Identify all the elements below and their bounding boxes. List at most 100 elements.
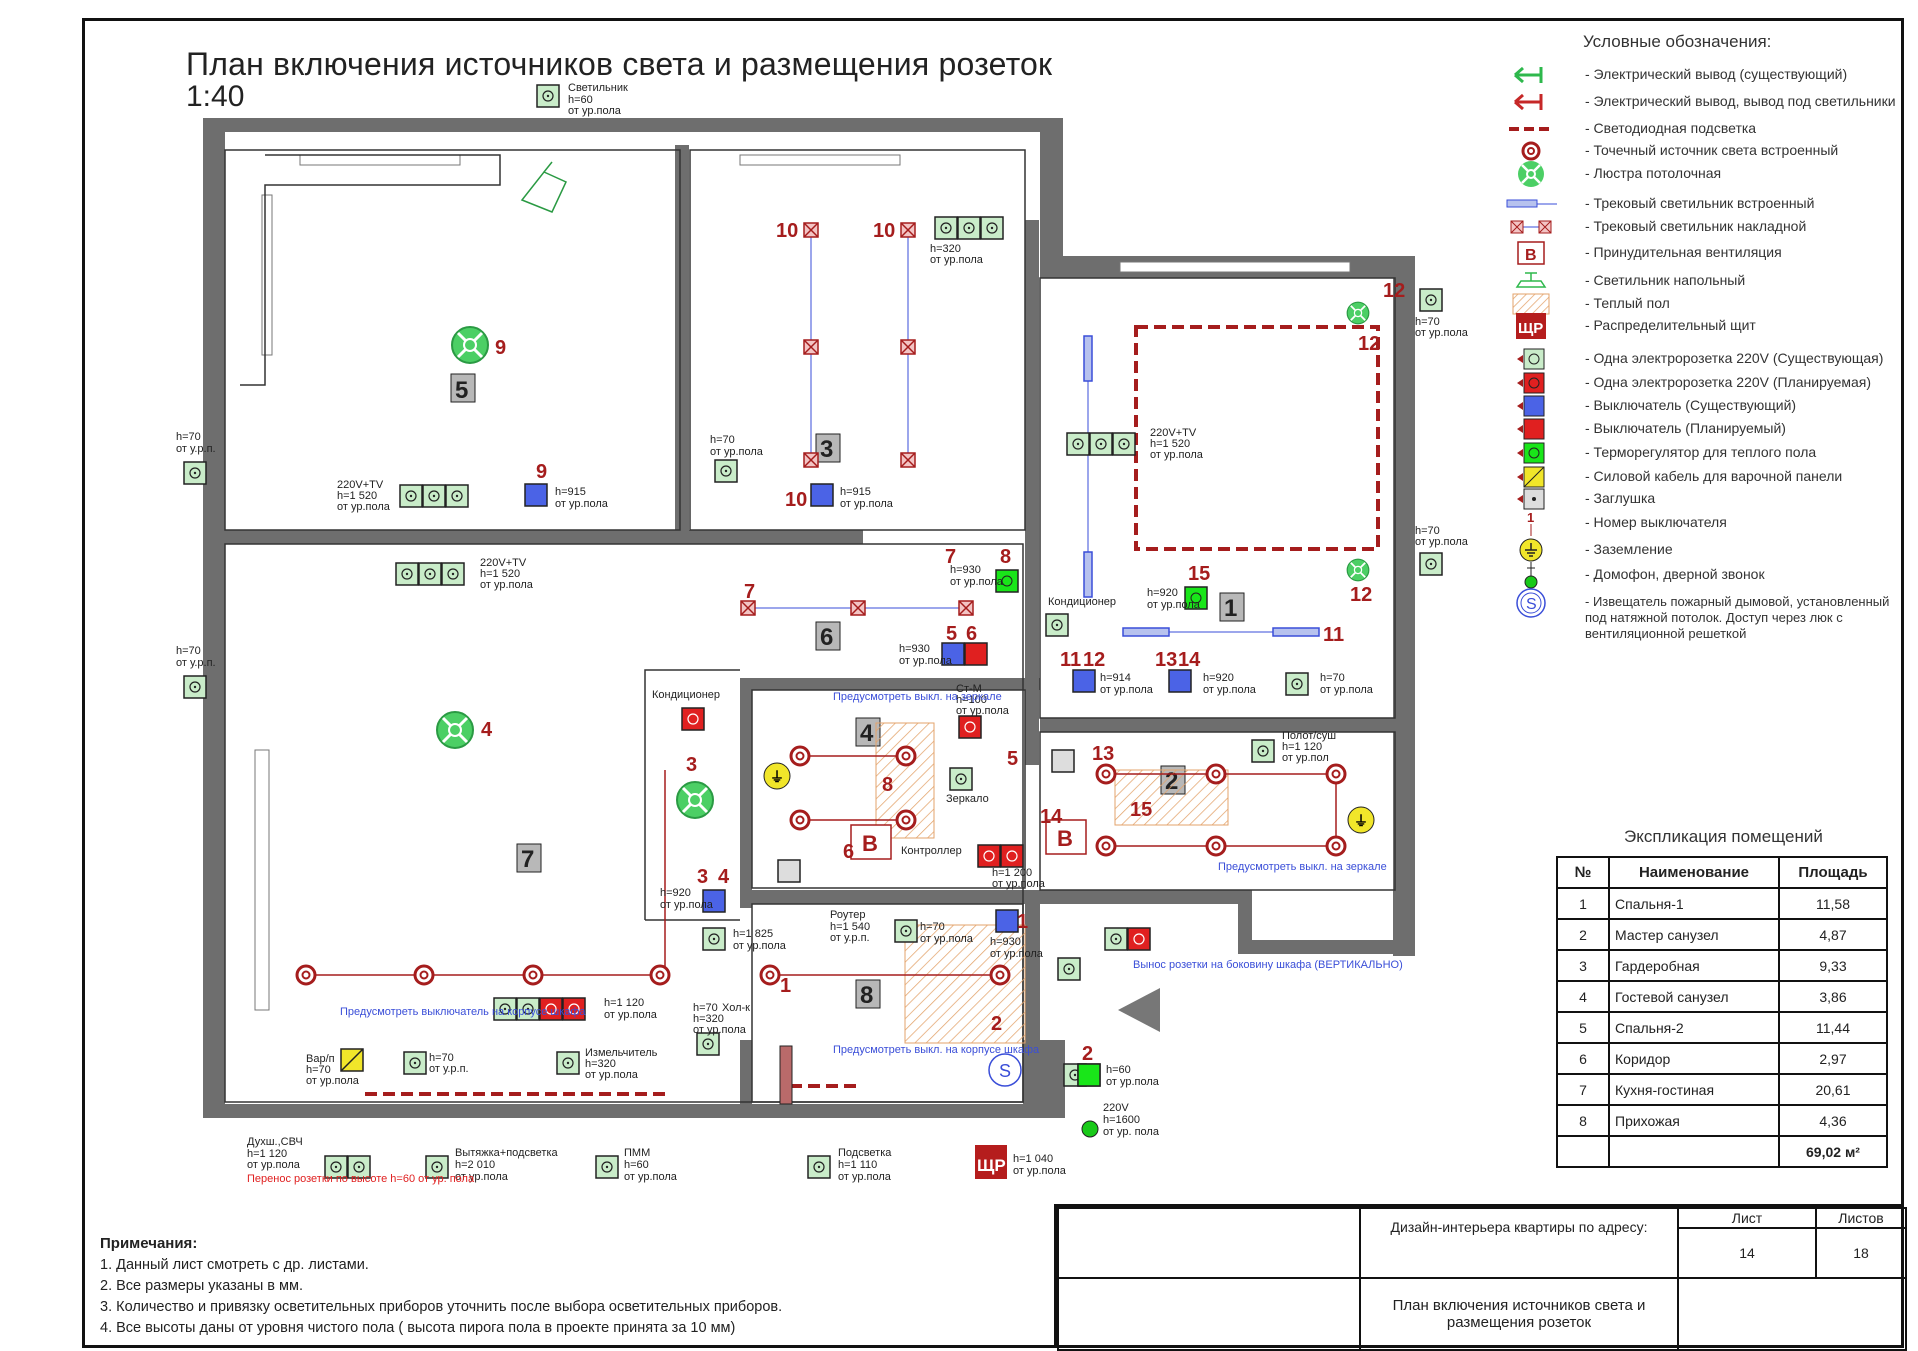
room-name: Гардеробная <box>1608 949 1780 982</box>
stamp-drawing-title: План включения источников света и размещ… <box>1359 1277 1679 1351</box>
svg-text:h=70: h=70 <box>693 1002 718 1014</box>
title-block: Дизайн-интерьера квартиры по адресу: Лис… <box>1054 1204 1907 1351</box>
svg-text:Светильник: Светильник <box>568 82 628 94</box>
note-2: 2. Все размеры указаны в мм. <box>100 1278 303 1294</box>
room-area: 11,44 <box>1778 1011 1888 1044</box>
svg-text:h=70: h=70 <box>1415 525 1440 537</box>
svg-text:h=1 520: h=1 520 <box>337 490 377 502</box>
svg-text:h=915: h=915 <box>555 486 586 498</box>
room-area: 3,86 <box>1778 980 1888 1013</box>
windows <box>254 154 1351 1011</box>
svg-text:h=914: h=914 <box>1100 672 1131 684</box>
svg-text:2: 2 <box>1082 1043 1093 1065</box>
intercom-icon <box>1505 562 1557 589</box>
svg-text:1: 1 <box>1527 510 1534 525</box>
svg-text:h=1 540: h=1 540 <box>830 921 870 933</box>
col-area: Площадь <box>1778 856 1888 889</box>
col-number: № <box>1556 856 1610 889</box>
svg-text:Кондиционер: Кондиционер <box>652 689 720 701</box>
notes-title: Примечания: <box>100 1235 198 1252</box>
svg-text:от ур.пола: от ур.пола <box>1100 684 1154 696</box>
svg-text:h=70: h=70 <box>176 431 201 443</box>
legend-item: - Электрический вывод, вывод под светиль… <box>1505 89 1905 115</box>
svg-text:h=70: h=70 <box>429 1052 454 1064</box>
svg-text:h=920: h=920 <box>1147 587 1178 599</box>
svg-text:от ур.пола: от ур.пола <box>604 1009 658 1021</box>
smoke-detector-icon: S <box>1505 588 1557 618</box>
distribution-board-icon: ЩР <box>975 1145 1007 1179</box>
switch-number-icon: 1 <box>1505 510 1557 536</box>
legend-label: - Теплый пол <box>1585 295 1670 311</box>
svg-text:14: 14 <box>1040 806 1063 828</box>
svg-text:8: 8 <box>860 982 873 1009</box>
svg-text:3: 3 <box>686 754 697 776</box>
legend-label: - Люстра потолочная <box>1585 165 1722 181</box>
grounding-icon <box>1505 537 1557 563</box>
legend-label: - Заземление <box>1585 541 1673 557</box>
svg-text:от у.р.п.: от у.р.п. <box>176 443 216 455</box>
svg-text:h=920: h=920 <box>1203 672 1234 684</box>
legend-label: - Электрический вывод, вывод под светиль… <box>1585 93 1896 109</box>
room-1-label: 1 <box>1219 592 1245 622</box>
svg-text:⏚: ⏚ <box>1354 813 1368 829</box>
legend-item: - Выключатель (Планируемый) <box>1505 416 1905 442</box>
legend-label: - Домофон, дверной звонок <box>1585 566 1765 582</box>
svg-text:ЩР: ЩР <box>977 1156 1006 1175</box>
legend-label: - Принудительная вентиляция <box>1585 244 1782 260</box>
svg-text:5: 5 <box>946 623 957 645</box>
svg-text:от ур.пола: от ур.пола <box>838 1171 892 1183</box>
legend-item: ЩР- Распределительный щит <box>1505 313 1905 339</box>
stamp-blank-1 <box>1057 1207 1361 1279</box>
legend-label: - Светодиодная подсветка <box>1585 120 1757 136</box>
total-empty-2 <box>1608 1135 1780 1168</box>
legend-item: 1- Номер выключателя <box>1505 510 1905 536</box>
intercom-icon <box>1081 1120 1099 1138</box>
svg-text:h=930: h=930 <box>990 936 1021 948</box>
svg-text:5: 5 <box>455 377 468 404</box>
room-number: 7 <box>1556 1073 1610 1106</box>
svg-text:Вытяжка+подсветка: Вытяжка+подсветка <box>455 1147 559 1159</box>
svg-text:3: 3 <box>697 866 708 888</box>
legend-label: - Выключатель (Существующий) <box>1585 397 1797 413</box>
svg-text:от ур.пола: от ур.пола <box>585 1069 639 1081</box>
svg-text:h=70: h=70 <box>710 434 735 446</box>
legend-item: - Одна электророзетка 220V (Существующая… <box>1505 346 1905 372</box>
svg-text:Полот/суш: Полот/суш <box>1282 730 1336 742</box>
svg-text:от ур.пола: от ур.пола <box>990 948 1044 960</box>
svg-text:от ур.пола: от ур.пола <box>1106 1076 1160 1088</box>
svg-text:от ур.пола: от ур.пола <box>733 940 787 952</box>
legend-item: - Светодиодная подсветка <box>1505 116 1905 142</box>
room-name: Спальня-1 <box>1608 887 1780 920</box>
svg-text:h=930: h=930 <box>899 643 930 655</box>
svg-text:13: 13 <box>1092 743 1114 765</box>
legend-item: - Одна электророзетка 220V (Планируемая) <box>1505 370 1905 396</box>
room-number: 1 <box>1556 887 1610 920</box>
svg-text:h=1 520: h=1 520 <box>1150 438 1190 450</box>
ventilation-icon: B B <box>850 819 1087 860</box>
room-area: 11,58 <box>1778 887 1888 920</box>
room-area: 2,97 <box>1778 1042 1888 1075</box>
svg-text:220V+TV: 220V+TV <box>1150 427 1197 439</box>
legend-item: - Теплый пол <box>1505 291 1905 317</box>
svg-text:9: 9 <box>536 461 547 483</box>
legend-item: - Точечный источник света встроенный <box>1505 138 1905 164</box>
legend-item: - Трековый светильник встроенный <box>1505 191 1905 217</box>
note-3: 3. Количество и привязку осветительных п… <box>100 1299 783 1315</box>
svg-text:Предусмотреть выключатель на к: Предусмотреть выключатель на корпусе шка… <box>340 1006 586 1018</box>
svg-text:h=1 120: h=1 120 <box>604 997 644 1009</box>
svg-text:15: 15 <box>1130 799 1152 821</box>
svg-text:h=1 120: h=1 120 <box>1282 741 1322 753</box>
svg-text:11: 11 <box>1323 624 1344 646</box>
svg-text:от ур.пола: от ур.пола <box>555 498 609 510</box>
svg-text:от ур.пола: от ур.пола <box>306 1075 360 1087</box>
svg-text:220V+TV: 220V+TV <box>337 479 384 491</box>
room-area: 4,36 <box>1778 1104 1888 1137</box>
room-number: 4 <box>1556 980 1610 1013</box>
outlet-existing-icon <box>1505 346 1557 372</box>
svg-text:h=60: h=60 <box>568 94 593 106</box>
legend-item: B- Принудительная вентиляция <box>1505 240 1905 266</box>
svg-text:от ур.пола: от ур.пола <box>920 933 974 945</box>
room-number: 6 <box>1556 1042 1610 1075</box>
svg-text:от ур.пола: от ур.пола <box>710 446 764 458</box>
